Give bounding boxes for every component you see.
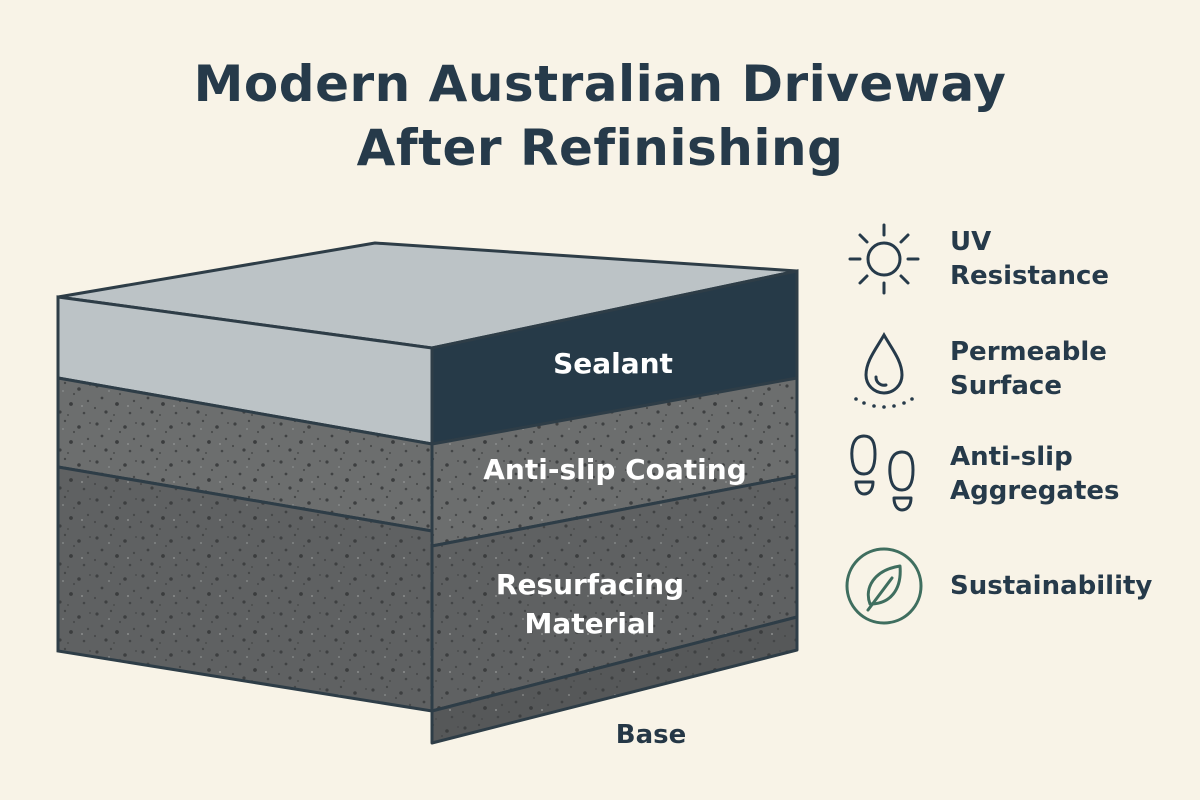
feature-sustainability: Sustainability [842,544,1152,628]
sealant-label: Sealant [553,347,673,380]
water-drop-icon [854,331,914,409]
feature-anti-slip-aggregates: Anti-slip Aggregates [842,432,1120,516]
feature-label: Anti-slip Aggregates [950,442,1120,506]
anti-slip-coating-label: Anti-slip Coating [483,453,747,486]
footprints-icon [850,434,915,512]
diagram-title: Modern Australian Driveway After Refinis… [0,52,1200,180]
feature-label: UV Resistance [950,227,1110,291]
resurfacing-label-line-2: Material [524,607,655,640]
base-label: Base [616,720,686,750]
sun-icon [848,223,920,295]
feature-label: Sustainability [950,571,1153,601]
title-line-2: After Refinishing [356,119,844,177]
title-line-1: Modern Australian Driveway [193,55,1007,113]
feature-label: Permeable Surface [950,337,1107,401]
resurfacing-label-line-1: Resurfacing [496,568,684,601]
feature-uv-resistance: UV Resistance [842,217,1109,301]
feature-permeable-surface: Permeable Surface [842,327,1107,411]
leaf-icon [845,547,923,625]
